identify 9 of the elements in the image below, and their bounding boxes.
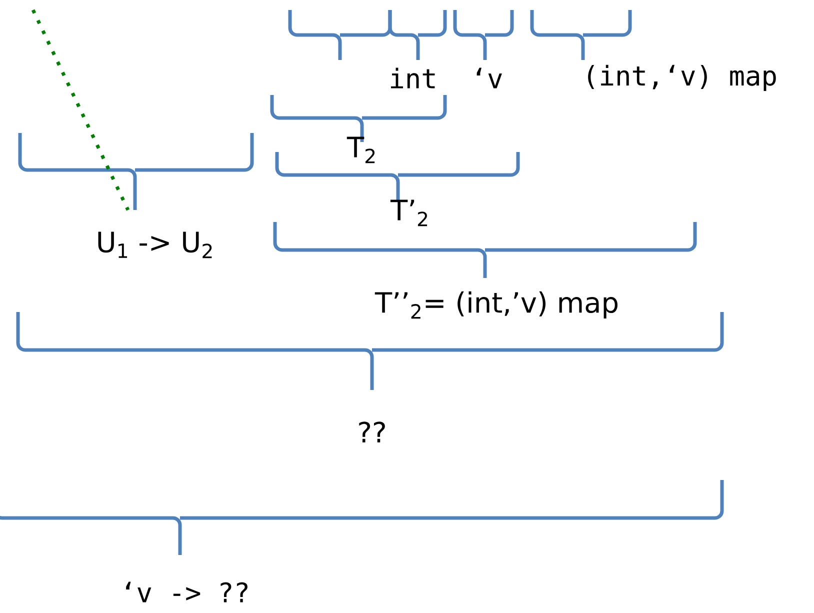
- type-label: T’$_{2}$: [390, 200, 428, 226]
- type-label: T$_{2}$: [346, 136, 375, 164]
- type-label: (int,‘v) map: [588, 64, 776, 92]
- type-label: ‘v: [476, 68, 502, 88]
- type-label: int: [390, 68, 435, 88]
- type-label: ‘v -> ??: [126, 582, 248, 602]
- type-label: U$_{1}$ -> U$_{2}$: [98, 232, 212, 258]
- type-label: T’’$_{2}$= (int,’v) map: [374, 291, 618, 319]
- type-label: ??: [359, 422, 385, 442]
